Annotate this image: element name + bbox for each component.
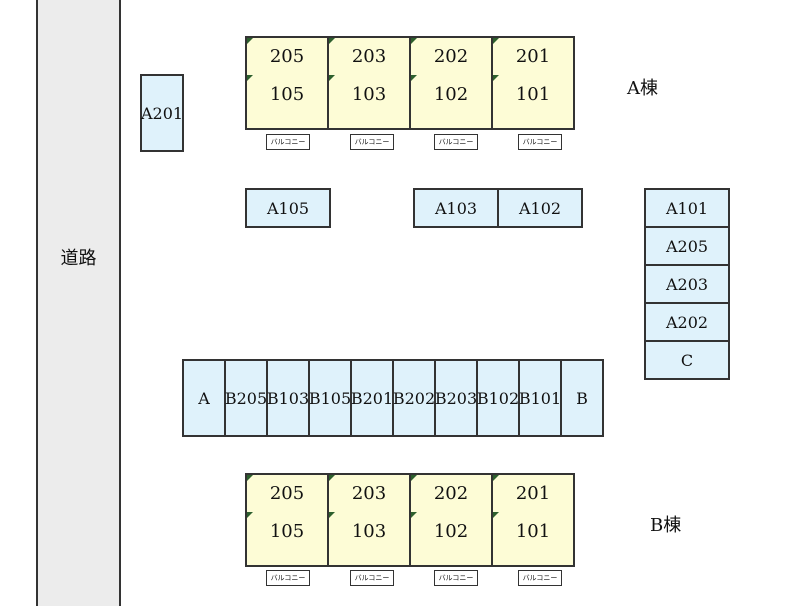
unit-lower-number: 102 bbox=[433, 521, 469, 542]
balcony: バルコニー bbox=[266, 570, 310, 586]
parking-space[interactable]: A203 bbox=[644, 264, 730, 304]
parking-space[interactable]: A102 bbox=[497, 188, 583, 228]
unit-lower-number: 101 bbox=[515, 521, 551, 542]
parking-space[interactable]: B101 bbox=[518, 359, 562, 437]
unit-a-3[interactable]: 202 102 bbox=[409, 36, 493, 130]
unit-lower-number: 101 bbox=[515, 84, 551, 105]
parking-space-a105[interactable]: A105 bbox=[245, 188, 331, 228]
parking-space[interactable]: B202 bbox=[392, 359, 436, 437]
balcony: バルコニー bbox=[434, 570, 478, 586]
parking-space[interactable]: A bbox=[182, 359, 226, 437]
unit-b-3[interactable]: 202 102 bbox=[409, 473, 493, 567]
parking-row-bottom: A B205 B103 B105 B201 B202 B203 B102 B10… bbox=[182, 359, 604, 437]
unit-upper-number: 202 bbox=[433, 46, 469, 67]
parking-space[interactable]: B102 bbox=[476, 359, 520, 437]
parking-space[interactable]: B205 bbox=[224, 359, 268, 437]
unit-b-1[interactable]: 205 105 bbox=[245, 473, 329, 567]
road-label: 道路 bbox=[60, 248, 97, 269]
parking-space[interactable]: A101 bbox=[644, 188, 730, 228]
parking-space[interactable]: C bbox=[644, 340, 730, 380]
unit-lower-number: 103 bbox=[351, 84, 387, 105]
parking-space[interactable]: B103 bbox=[266, 359, 310, 437]
building-a-label: A棟 bbox=[627, 78, 658, 99]
unit-a-2[interactable]: 203 103 bbox=[327, 36, 411, 130]
unit-lower-number: 105 bbox=[269, 521, 305, 542]
balcony: バルコニー bbox=[518, 570, 562, 586]
parking-space[interactable]: A205 bbox=[644, 226, 730, 266]
unit-b-2[interactable]: 203 103 bbox=[327, 473, 411, 567]
unit-b-4[interactable]: 201 101 bbox=[491, 473, 575, 567]
parking-space[interactable]: B203 bbox=[434, 359, 478, 437]
unit-upper-number: 201 bbox=[515, 483, 551, 504]
balcony: バルコニー bbox=[266, 134, 310, 150]
balcony: バルコニー bbox=[518, 134, 562, 150]
parking-space-left[interactable]: A201 bbox=[140, 74, 184, 152]
unit-upper-number: 205 bbox=[269, 483, 305, 504]
building-a: 205 105 203 103 202 102 201 101 bbox=[245, 36, 575, 130]
unit-upper-number: 203 bbox=[351, 46, 387, 67]
road: 道路 bbox=[36, 0, 121, 606]
unit-lower-number: 103 bbox=[351, 521, 387, 542]
unit-a-4[interactable]: 201 101 bbox=[491, 36, 575, 130]
parking-space[interactable]: B105 bbox=[308, 359, 352, 437]
unit-lower-number: 105 bbox=[269, 84, 305, 105]
unit-upper-number: 205 bbox=[269, 46, 305, 67]
building-b: 205 105 203 103 202 102 201 101 bbox=[245, 473, 575, 567]
parking-space[interactable]: A103 bbox=[413, 188, 499, 228]
parking-space[interactable]: B bbox=[560, 359, 604, 437]
parking-space[interactable]: B201 bbox=[350, 359, 394, 437]
unit-lower-number: 102 bbox=[433, 84, 469, 105]
unit-upper-number: 203 bbox=[351, 483, 387, 504]
unit-a-1[interactable]: 205 105 bbox=[245, 36, 329, 130]
parking-column-right: A101 A205 A203 A202 C bbox=[644, 188, 730, 380]
parking-space[interactable]: A202 bbox=[644, 302, 730, 342]
balcony: バルコニー bbox=[350, 134, 394, 150]
parking-pair: A103 A102 bbox=[413, 188, 583, 228]
building-b-label: B棟 bbox=[650, 515, 682, 536]
unit-upper-number: 201 bbox=[515, 46, 551, 67]
unit-upper-number: 202 bbox=[433, 483, 469, 504]
balcony: バルコニー bbox=[434, 134, 478, 150]
balcony: バルコニー bbox=[350, 570, 394, 586]
